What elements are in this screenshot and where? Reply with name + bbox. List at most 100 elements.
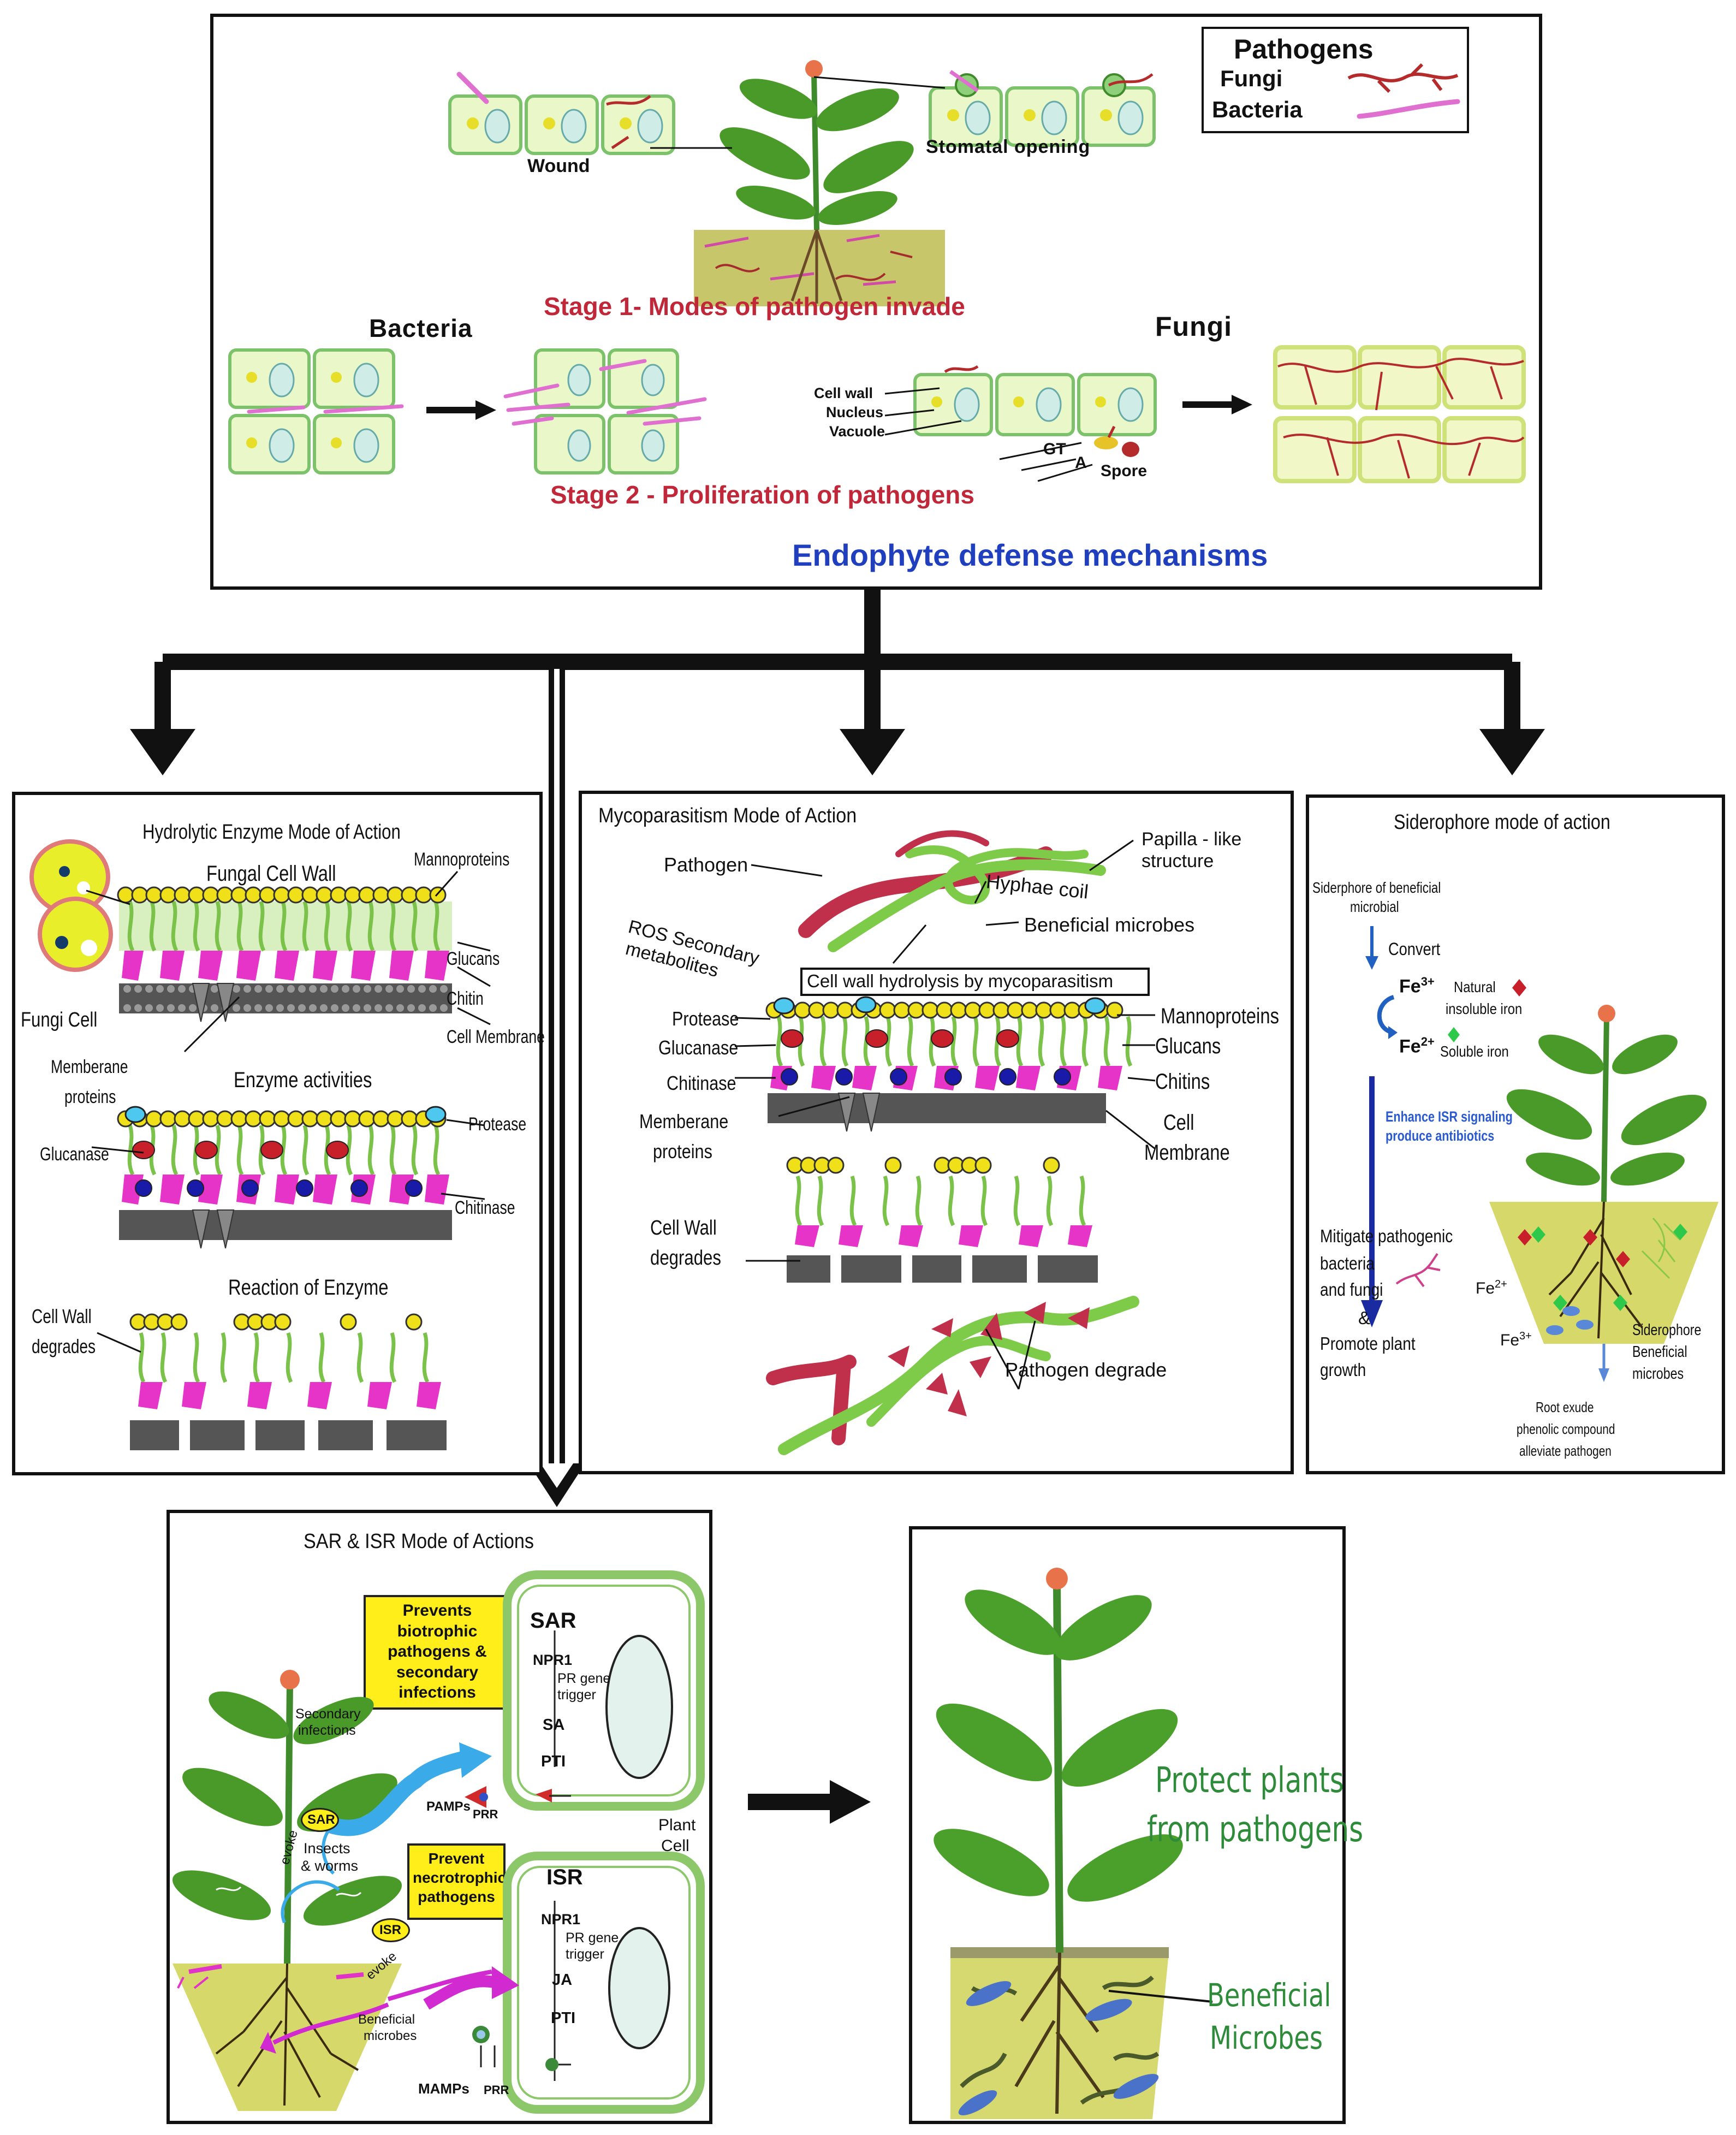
hydrolytic-title: Hydrolytic Enzyme Mode of Action — [142, 821, 401, 844]
myco-title: Mycoparasitism Mode of Action — [598, 804, 857, 827]
myco-pathogen-label: Pathogen — [664, 853, 748, 876]
sar-isr-panel: SAR & ISR Mode of Actions Prevents biotr… — [167, 1510, 712, 2124]
bacteria-cells-after — [503, 348, 707, 475]
myco-callouts-top — [751, 839, 1134, 964]
fungi-cells-after — [1273, 345, 1526, 483]
sb-label-3: microbes — [1632, 1365, 1684, 1383]
stage2-title: Stage 2 - Proliferation of pathogens — [550, 481, 974, 509]
isr-pti: PTI — [551, 2009, 576, 2027]
myco-cw-2: degrades — [650, 1247, 721, 1270]
secondary-infections-1: Secondary — [295, 1706, 361, 1722]
protect-panel: Protect plants from pathogens Beneficial… — [909, 1526, 1363, 2124]
protect-beneficial-1: Beneficial — [1207, 1977, 1331, 2014]
myco-wall — [765, 996, 1133, 1132]
green-diamond-icon — [1448, 1027, 1460, 1042]
mycoparasitism-panel: Mycoparasitism Mode of Action Pathogen P… — [579, 791, 1294, 1474]
cell-membrane-label: Cell Membrane — [447, 1027, 545, 1047]
sidero-sid-2: microbial — [1350, 898, 1399, 915]
legend-fungi: Fungi — [1220, 66, 1283, 91]
hydrolytic-panel: Hydrolytic Enzyme Mode of Action Fungal … — [12, 792, 545, 1475]
sar-pr-gene-1: PR gene — [557, 1671, 611, 1686]
top-panel: Pathogens Fungi Bacteria Wound — [210, 14, 1542, 590]
convert-label: Convert — [1388, 939, 1441, 959]
myco-protease-label: Protease — [672, 1007, 739, 1030]
sar-sa: SA — [543, 1716, 565, 1734]
promote-2: growth — [1320, 1360, 1366, 1380]
chitinase-label: Chitinase — [455, 1197, 515, 1218]
hydrolysis-box — [800, 968, 1150, 996]
fe2-soil-label: Fe2+ — [1476, 1278, 1507, 1297]
myco-cw-1: Cell Wall — [650, 1217, 717, 1240]
sar-pr-gene-2: trigger — [557, 1687, 596, 1703]
hydrolysis-label: Cell wall hydrolysis by mycoparasitism — [807, 971, 1114, 991]
spore-label: Spore — [1101, 462, 1148, 480]
sidero-flow-arrows — [1361, 926, 1398, 1327]
sidero-title: Siderophore mode of action — [1394, 811, 1610, 834]
result-arrow — [748, 1780, 871, 1824]
enzyme-activities-label: Enzyme activities — [234, 1068, 372, 1092]
membrane-proteins-label-2: proteins — [64, 1087, 116, 1107]
beneficial-microbes-2: microbes — [364, 2029, 417, 2043]
stomata-cells — [929, 70, 1156, 147]
myco-callout-degrade — [746, 1260, 800, 1262]
myco-memb-proteins-2: proteins — [653, 1140, 712, 1163]
signal-arrows — [260, 1742, 519, 2054]
plant-illustration — [694, 60, 945, 306]
mamps-label: MAMPs — [418, 2080, 469, 2097]
wound-cells — [448, 94, 675, 155]
enhance-label-2: produce antibiotics — [1386, 1128, 1495, 1144]
nucleus-label: Nucleus — [826, 404, 884, 420]
reaction-label: Reaction of Enzyme — [228, 1276, 389, 1300]
leader-lines — [650, 76, 946, 149]
myco-chitins-label: Chitins — [1155, 1070, 1210, 1094]
glucanase-label: Glucanase — [40, 1144, 109, 1165]
pathogen-legend: Pathogens Fungi Bacteria — [1202, 27, 1469, 133]
protect-line-2: from pathogens — [1147, 1810, 1364, 1850]
isr-pr-gene-1: PR gene — [566, 1930, 619, 1946]
fungi-legend-icon — [1347, 63, 1459, 93]
myco-callouts-mid — [734, 1014, 1156, 1150]
prr-b-label: PRR — [484, 2083, 509, 2097]
sar-receptor — [465, 1786, 571, 1808]
beneficial-microbes-1: Beneficial — [358, 2012, 415, 2027]
myco-glucanase-label: Glucanase — [658, 1036, 739, 1059]
myco-glucans-label: Glucans — [1155, 1034, 1221, 1058]
isr-pr-gene-2: trigger — [566, 1947, 604, 1962]
arrow-fungi — [1182, 395, 1252, 414]
beneficial-leader — [1108, 1990, 1213, 2003]
prevent-necrotrophic-box: Prevent necrotrophic pathogens — [407, 1843, 506, 1920]
isr-oval-label: ISR — [379, 1923, 402, 1937]
fe2-label: Fe2+ — [1399, 1035, 1435, 1057]
sar-npr1: NPR1 — [533, 1652, 573, 1668]
gt-label: GT — [1043, 440, 1066, 458]
sb-label-2: Beneficial — [1632, 1343, 1687, 1361]
arrow-bacteria — [426, 400, 496, 420]
wall-layer-1 — [117, 886, 452, 1022]
wound-label: Wound — [527, 156, 590, 176]
sar-pti: PTI — [541, 1753, 566, 1770]
sidero-sid-1: Siderphore of beneficial — [1312, 879, 1441, 896]
pathogen-degrade-label: Pathogen degrade — [1005, 1359, 1167, 1381]
prr-label: PRR — [473, 1807, 498, 1821]
hydrolytic-callouts-1 — [86, 871, 491, 1053]
legend-title: Pathogens — [1234, 34, 1374, 64]
hydrolytic-callouts-3 — [97, 1332, 141, 1353]
isr-cell-label: ISR — [546, 1865, 583, 1889]
fe3-label: Fe3+ — [1399, 975, 1435, 997]
endophyte-title: Endophyte defense mechanisms — [792, 538, 1268, 572]
connector-arrows — [130, 590, 1545, 1507]
hydrolytic-callouts-2 — [91, 1119, 485, 1200]
fe3-soil-label: Fe3+ — [1500, 1330, 1532, 1349]
sar-oval-label: SAR — [307, 1812, 335, 1827]
fungi-callout-lines — [884, 387, 1093, 482]
enhance-label-1: Enhance ISR signaling — [1386, 1108, 1513, 1125]
cell-wall-label: Cell wall — [814, 385, 873, 401]
vacuole-label: Vacuole — [829, 423, 885, 440]
soluble-label: Soluble iron — [1440, 1043, 1509, 1060]
sar-oval — [301, 1808, 339, 1832]
protect-plant — [934, 1568, 1183, 2119]
myco-mannoproteins-label: Mannoproteins — [1161, 1004, 1279, 1028]
isr-npr1: NPR1 — [541, 1911, 581, 1928]
protect-line-1: Protect plants — [1155, 1760, 1344, 1801]
sar-plant — [172, 1670, 402, 2111]
